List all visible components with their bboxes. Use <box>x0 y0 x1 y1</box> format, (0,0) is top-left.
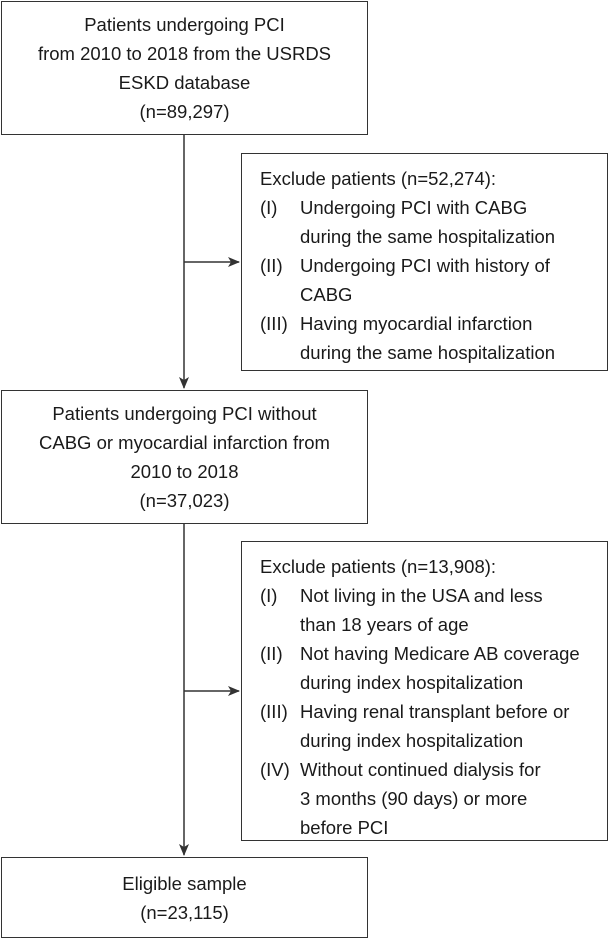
exclusion-1-item-3: (III) Having myocardial infarction durin… <box>260 309 607 367</box>
exclusion-1-item-1-number: (I) <box>260 197 278 218</box>
box-filtered-cohort-line-2: CABG or myocardial infarction from <box>39 432 330 453</box>
exclusion-2-item-3-line-2: during index hospitalization <box>300 730 524 751</box>
exclusion-1-item-2: (II) Undergoing PCI with history of CABG <box>260 251 607 309</box>
box-eligible-sample: Eligible sample (n=23,115) <box>1 857 368 938</box>
exclusion-box-1-title: Exclude patients (n=52,274): <box>260 168 497 189</box>
exclusion-1-item-2-line-2: CABG <box>300 284 353 305</box>
exclusion-2-item-4-line-3: before PCI <box>300 817 389 838</box>
exclusion-1-item-1-line-2: during the same hospitalization <box>300 226 556 247</box>
box-filtered-cohort-line-4: (n=37,023) <box>139 490 230 511</box>
exclusion-1-item-1: (I) Undergoing PCI with CABG during the … <box>260 193 607 251</box>
exclusion-1-item-2-line-1: Undergoing PCI with history of <box>300 255 550 276</box>
exclusion-2-item-1-line-1: Not living in the USA and less <box>300 585 543 606</box>
exclusion-2-item-3-number: (III) <box>260 701 288 722</box>
exclusion-box-1: Exclude patients (n=52,274): (I) Undergo… <box>241 153 608 371</box>
box-filtered-cohort-line-3: 2010 to 2018 <box>130 461 239 482</box>
exclusion-1-item-1-line-1: Undergoing PCI with CABG <box>300 197 528 218</box>
exclusion-2-item-3: (III) Having renal transplant before or … <box>260 697 607 755</box>
box-filtered-cohort-line-1: Patients undergoing PCI without <box>52 403 317 424</box>
box-eligible-sample-line-1: Eligible sample <box>122 872 247 894</box>
exclusion-1-item-3-line-1: Having myocardial infarction <box>300 313 533 334</box>
exclusion-2-item-1: (I) Not living in the USA and less than … <box>260 581 607 639</box>
exclusion-1-item-3-line-2: during the same hospitalization <box>300 342 556 363</box>
box-eligible-sample-line-2: (n=23,115) <box>140 901 229 923</box>
exclusion-2-item-2: (II) Not having Medicare AB coverage dur… <box>260 639 607 697</box>
exclusion-box-2-title: Exclude patients (n=13,908): <box>260 556 497 577</box>
box-initial-cohort-line-1: Patients undergoing PCI <box>84 14 285 35</box>
box-initial-cohort-line-2: from 2010 to 2018 from the USRDS <box>37 43 332 64</box>
box-initial-cohort: Patients undergoing PCI from 2010 to 201… <box>1 1 368 135</box>
exclusion-2-item-2-line-1: Not having Medicare AB coverage <box>300 643 580 664</box>
box-initial-cohort-line-4: (n=89,297) <box>139 101 230 122</box>
exclusion-2-item-2-line-2: during index hospitalization <box>300 672 524 693</box>
exclusion-1-item-2-number: (II) <box>260 255 283 276</box>
exclusion-2-item-4: (IV) Without continued dialysis for 3 mo… <box>260 755 607 842</box>
exclusion-2-item-1-line-2: than 18 years of age <box>300 614 469 635</box>
exclusion-2-item-4-number: (IV) <box>260 759 290 780</box>
box-filtered-cohort: Patients undergoing PCI without CABG or … <box>1 390 368 524</box>
exclusion-2-item-4-line-1: Without continued dialysis for <box>300 759 541 780</box>
exclusion-1-item-3-number: (III) <box>260 313 288 334</box>
exclusion-2-item-4-line-2: 3 months (90 days) or more <box>300 788 528 809</box>
exclusion-2-item-1-number: (I) <box>260 585 278 606</box>
exclusion-2-item-2-number: (II) <box>260 643 283 664</box>
exclusion-box-2: Exclude patients (n=13,908): (I) Not liv… <box>241 541 608 841</box>
exclusion-2-item-3-line-1: Having renal transplant before or <box>300 701 570 722</box>
box-initial-cohort-line-3: ESKD database <box>118 72 251 93</box>
